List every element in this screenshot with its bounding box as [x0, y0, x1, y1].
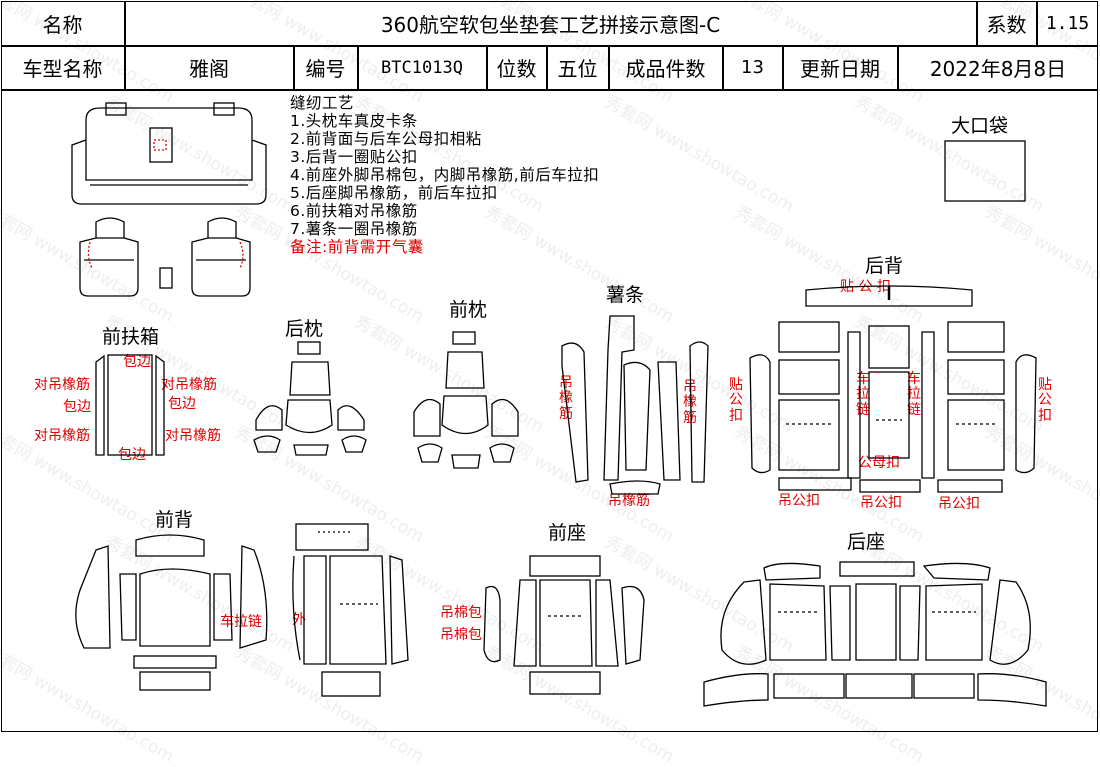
big-bag-label: 大口袋	[951, 115, 1009, 137]
update-value: 2022年8月8日	[929, 57, 1067, 81]
process-step: 1.头枕车真皮卡条	[290, 112, 418, 130]
rear-seat-label: 后座	[847, 531, 886, 553]
annotation: 包边	[168, 396, 196, 412]
col-line	[782, 45, 784, 89]
coef-label: 系数	[986, 12, 1027, 37]
pieces-value: 13	[741, 57, 764, 78]
pattern-sheet	[1, 1, 1098, 732]
update-label: 更新日期	[800, 57, 880, 81]
process-heading: 缝纫工艺	[290, 94, 355, 112]
annotation: 贴公扣	[729, 377, 743, 424]
annotation: 对吊橡筋	[34, 428, 90, 444]
rear-back-label: 后背	[865, 255, 904, 277]
col-line	[486, 45, 488, 89]
col-line	[608, 45, 610, 89]
process-step: 6.前扶箱对吊橡筋	[290, 202, 418, 220]
name-label: 名称	[42, 12, 83, 37]
col-line	[124, 1, 126, 89]
fries-pieces	[561, 315, 709, 495]
annotation: 吊橡筋	[608, 493, 650, 509]
sewing-process: 缝纫工艺 1.头枕车真皮卡条 2.前背面与后车公母扣相粘 3.后背一圈贴公扣 4…	[290, 94, 599, 256]
annotation: 吊公扣	[938, 496, 980, 512]
process-step: 4.前座外脚吊棉包，内脚吊橡筋,前后车拉扣	[290, 166, 600, 184]
annotation: 对吊橡筋	[34, 377, 90, 393]
annotation: 贴 公 扣	[840, 279, 891, 295]
col-line	[897, 45, 899, 89]
front-armrest-pieces	[95, 354, 165, 456]
front-headrest-label: 前枕	[449, 299, 488, 321]
model-label: 车型名称	[22, 57, 103, 81]
annotation: 外	[292, 612, 306, 628]
rear-headrest-pieces	[253, 341, 367, 456]
coef-value: 1.15	[1045, 12, 1090, 34]
front-seat-label: 前座	[548, 522, 587, 544]
col-line	[976, 1, 978, 45]
col-line	[293, 45, 295, 89]
rear-seat-pieces	[703, 561, 1047, 707]
annotation: 吊棉包	[440, 627, 482, 643]
col-line	[546, 45, 548, 89]
annotation: 对吊橡筋	[165, 428, 221, 444]
annotation: 贴公扣	[1038, 377, 1052, 424]
code-value: BTC1013Q	[381, 57, 463, 78]
seats-value: 五位	[557, 57, 598, 81]
annotation: 吊公扣	[860, 495, 902, 511]
process-step: 3.后背一圈贴公扣	[290, 148, 418, 166]
big-bag-piece	[944, 140, 1026, 202]
annotation: 包边	[63, 399, 91, 415]
rear-seat-thumbnail	[71, 102, 267, 205]
header-divider-2	[1, 89, 1098, 91]
model-value: 雅阁	[189, 57, 229, 81]
front-seat-pieces	[483, 555, 645, 695]
fries-label: 薯条	[606, 284, 645, 306]
rear-headrest-label: 后枕	[285, 318, 324, 340]
col-line	[1036, 1, 1038, 45]
front-headrest-pieces	[413, 331, 519, 469]
process-step: 5.后座脚吊橡筋，前后车拉扣	[290, 184, 498, 202]
front-seat-thumbnail	[79, 217, 251, 297]
annotation: 公母扣	[858, 455, 900, 471]
annotation: 车拉链	[907, 371, 921, 418]
annotation: 吊棉包	[440, 605, 482, 621]
process-step: 7.薯条一圈吊橡筋	[290, 220, 418, 238]
pieces-label: 成品件数	[625, 57, 706, 81]
col-line	[722, 45, 724, 89]
pattern-pieces	[71, 102, 1047, 707]
front-back-pieces	[75, 523, 409, 697]
annotation: 吊公扣	[778, 493, 820, 509]
code-label: 编号	[305, 57, 346, 81]
front-back-label: 前背	[155, 509, 194, 531]
page-title: 360航空软包坐垫套工艺拼接示意图-C	[380, 12, 721, 37]
front-armrest-label: 前扶箱	[102, 326, 160, 348]
process-note: 备注:前背需开气囊	[290, 238, 424, 256]
header-divider-1	[1, 45, 1098, 47]
annotation: 对吊橡筋	[161, 377, 217, 393]
rear-back-pieces	[749, 285, 1037, 493]
seats-label: 位数	[496, 57, 537, 81]
col-line	[357, 45, 359, 89]
annotation: 包边	[123, 354, 151, 370]
process-step: 2.前背面与后车公母扣相粘	[290, 130, 482, 148]
